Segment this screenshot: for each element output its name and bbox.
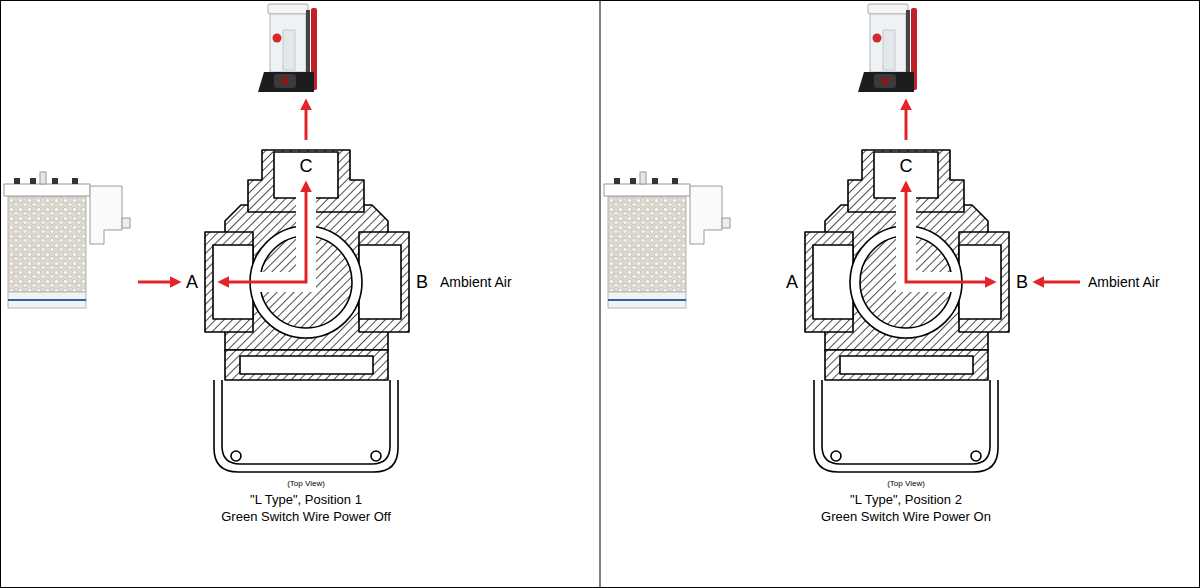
position-caption: "L Type", Position 2 — [850, 493, 962, 508]
air-label: Ambient Air — [1088, 274, 1160, 290]
flow-arrow — [906, 102, 1080, 282]
position-caption: "L Type", Position 1 — [250, 493, 362, 508]
view-note: (Top View) — [287, 479, 325, 488]
port-letter: A — [186, 272, 198, 293]
panel-divider — [600, 0, 601, 588]
view-note: (Top View) — [887, 479, 925, 488]
port-letter: B — [416, 272, 428, 293]
port-letter: B — [1016, 272, 1028, 293]
port-letter: A — [786, 272, 798, 293]
power-caption: Green Switch Wire Power On — [821, 510, 991, 525]
port-letter: C — [900, 156, 913, 177]
power-caption: Green Switch Wire Power Off — [221, 510, 391, 525]
port-letter: C — [300, 156, 313, 177]
air-label: Ambient Air — [440, 274, 512, 290]
flow-arrow — [138, 102, 306, 282]
